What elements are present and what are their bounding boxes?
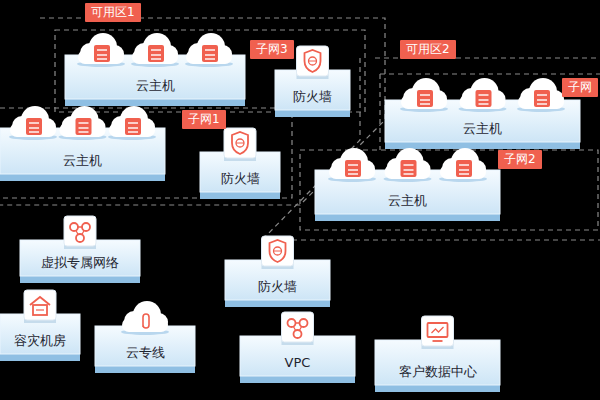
block-label: 云主机 [463,121,502,137]
icon-cube [224,128,256,161]
block-illustration [315,148,500,221]
icon-cube [24,290,56,323]
icon-cube [282,312,314,345]
icon-cube [262,236,294,269]
net-symbol [70,223,90,242]
zone-tag: 可用区1 [85,3,141,22]
block-illustration [225,236,330,307]
block-illustration [0,106,165,181]
cloud-icon [59,106,107,140]
block-illustration [200,128,280,199]
zone-tag: 子网1 [182,110,226,129]
block-label: 云专线 [126,345,165,361]
shield-symbol [232,132,248,154]
platform-block: 云主机 [65,55,245,99]
cloud-icon [121,301,169,335]
cloud-icon [400,78,448,112]
house-symbol [30,297,50,315]
platform-block: 防火墙 [225,260,330,300]
platform-block: 虚拟专属网络 [20,240,140,276]
cloud-icon [517,78,565,112]
block-illustration [385,78,580,149]
zone-tag: 子网 [562,78,598,97]
link-symbol [143,314,149,328]
block-label: 防火墙 [293,89,332,105]
cloud-icon [131,33,179,67]
block-label: 防火墙 [258,279,297,295]
cloud-icon [328,148,376,182]
platform-block: 云主机 [0,128,165,174]
platform-block: 容灾机房 [0,314,80,354]
platform-block: 防火墙 [200,152,280,192]
platform-block: 云主机 [315,170,500,214]
cloud-icon [459,78,507,112]
monitor-symbol [428,323,448,341]
cloud-icon [108,106,156,140]
zone-tag: 子网3 [250,40,294,59]
cloud-icon [185,33,233,67]
block-illustration [0,290,80,361]
icon-cube [422,316,454,349]
zone-tag: 可用区2 [400,40,456,59]
block-label: 防火墙 [221,171,260,187]
net-symbol [288,319,308,338]
block-illustration [65,33,245,106]
icon-cube [297,46,329,79]
block-illustration [240,312,355,383]
zone-tag: 子网2 [498,150,542,169]
cloud-icon [77,33,125,67]
platform-block: 客户数据中心 [375,340,500,385]
cloud-icon [439,148,487,182]
cloud-icon [384,148,432,182]
icon-cube [64,216,96,249]
block-label: 云主机 [136,78,175,94]
blocks [0,33,580,392]
shield-symbol [270,240,286,262]
shield-symbol [305,50,321,72]
platform-block: 云专线 [95,326,195,366]
block-illustration [95,301,195,373]
block-label: 容灾机房 [14,333,66,349]
block-label: 云主机 [388,193,427,209]
platform-block: 防火墙 [275,70,350,110]
cloud-icon [9,106,57,140]
block-label: 客户数据中心 [399,364,477,380]
block-label: VPC [285,355,311,371]
block-illustration [20,216,140,283]
block-face [375,340,500,385]
region-outline [0,18,600,240]
platform-block: 云主机 [385,100,580,142]
block-label: 云主机 [63,153,102,169]
block-label: 虚拟专属网络 [41,255,119,271]
block-illustration [375,316,500,392]
platform-block: VPC [240,336,355,376]
